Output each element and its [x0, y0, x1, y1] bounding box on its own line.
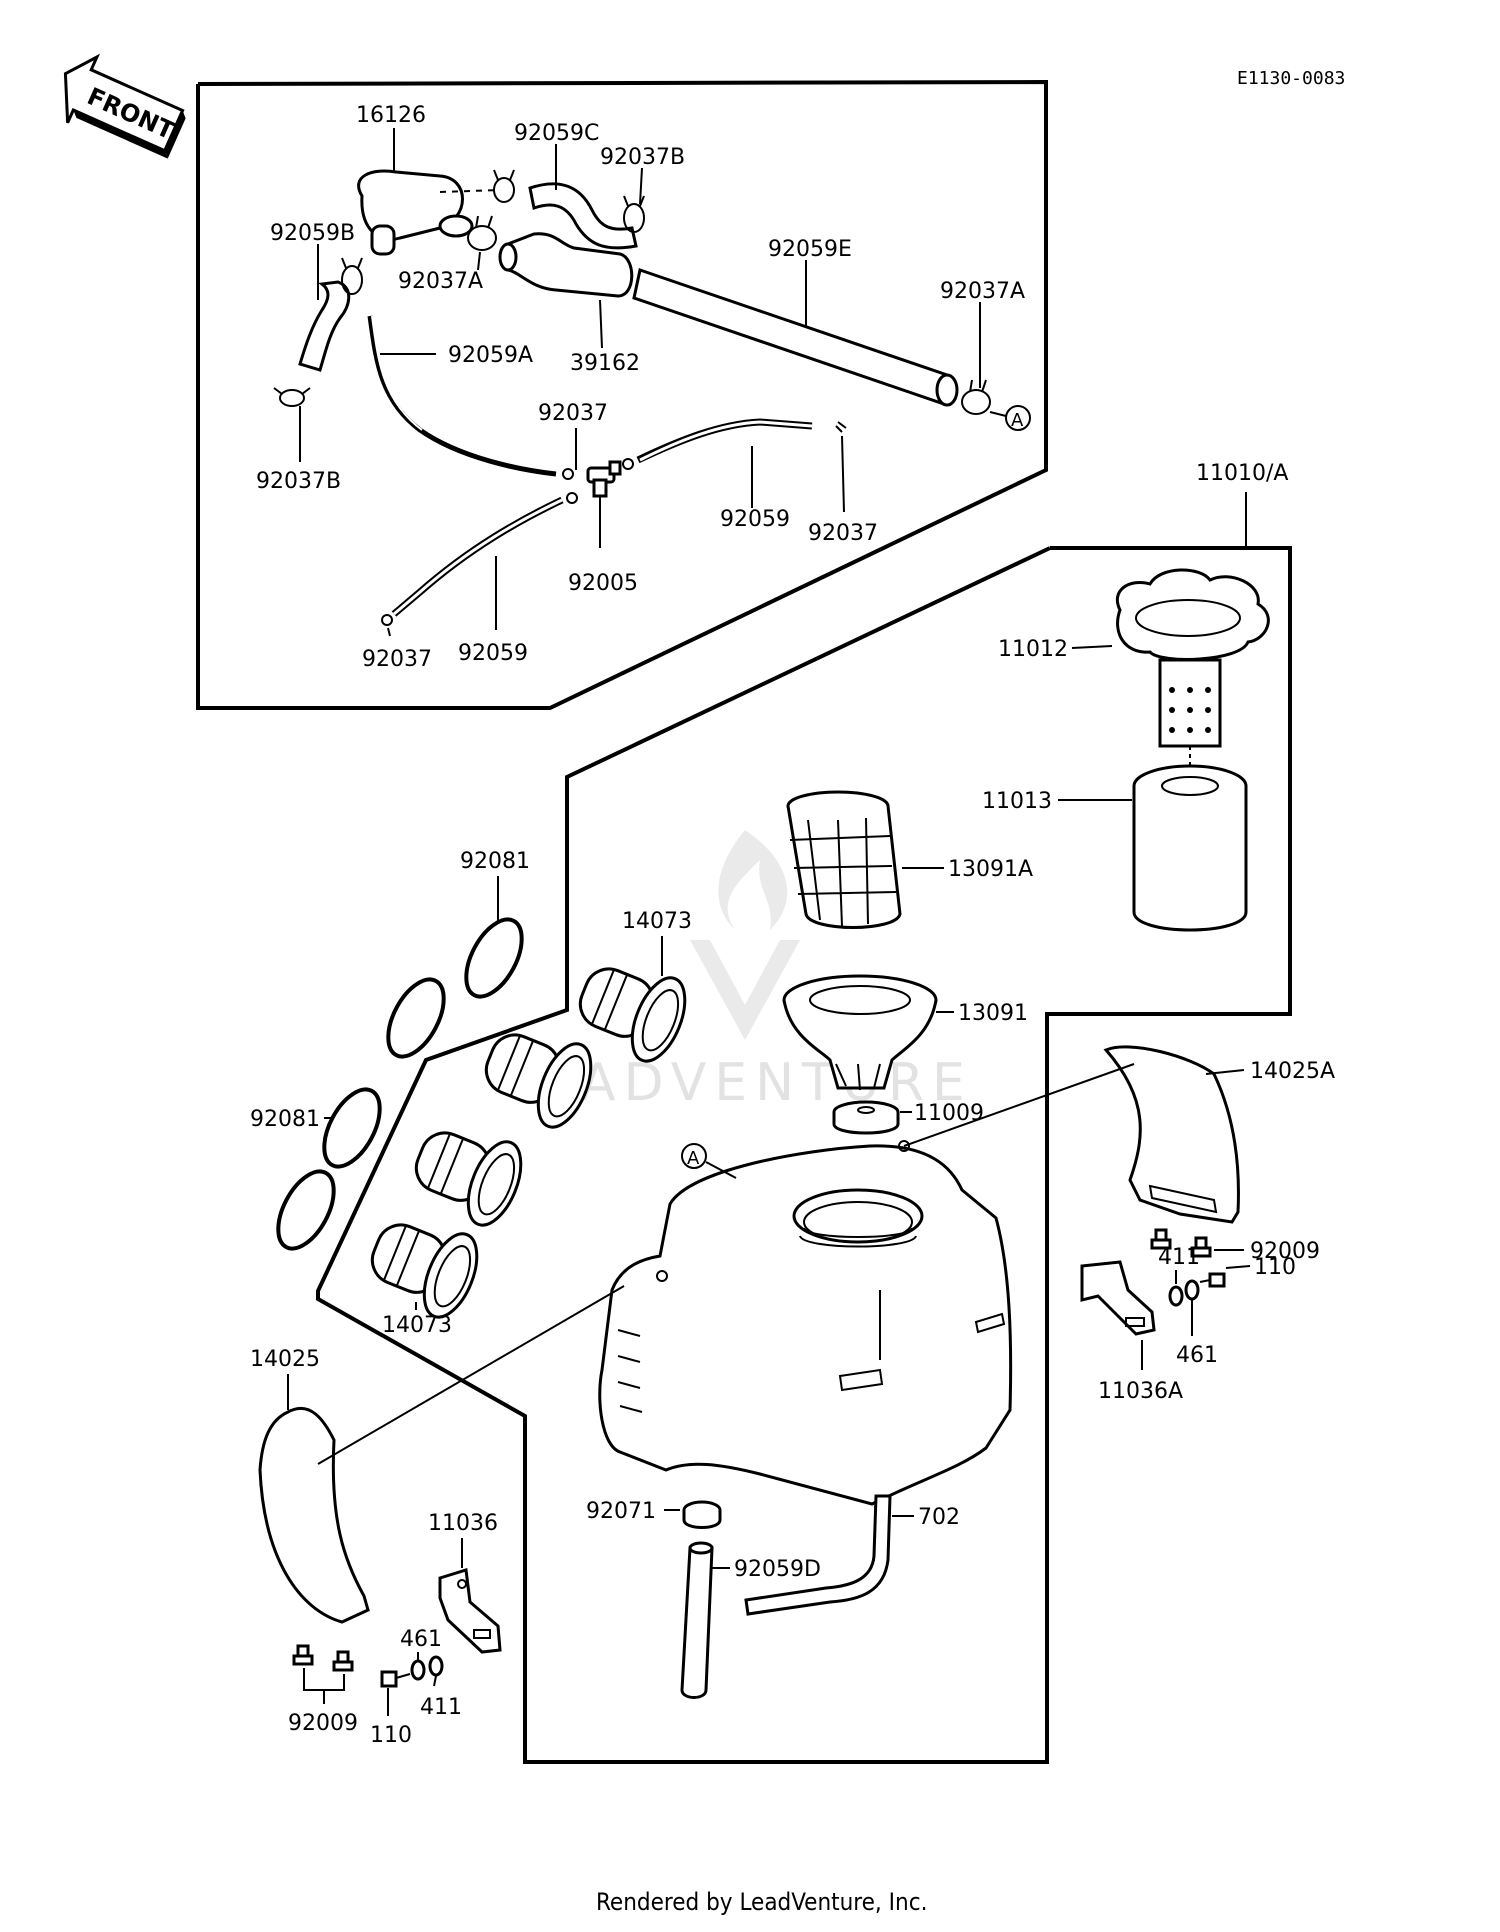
tube-39162: [498, 232, 634, 298]
callout-92081-mid: 92081: [250, 1107, 320, 1132]
callout-92037-center: 92037: [538, 401, 608, 426]
callout-92037B-left: 92037B: [256, 469, 341, 494]
callout-92037-bottom: 92037: [362, 647, 432, 672]
tee-fitting-92005: [586, 460, 622, 498]
velocity-stacks-14073: [370, 967, 687, 1319]
callout-92037A-mid: 92037A: [398, 269, 483, 294]
callout-16126: 16126: [356, 103, 426, 128]
clamp-left-92059B: [341, 257, 363, 295]
callout-92059E: 92059E: [768, 237, 852, 262]
callout-92059-bottom: 92059: [458, 641, 528, 666]
clamp-92037-bottom: [381, 614, 393, 626]
watermark-text: ADVENTURE: [580, 1053, 973, 1113]
breather-fitting-16126: [357, 169, 501, 256]
grommet-11009: [832, 1100, 900, 1135]
drawing-code: E1130-0083: [1237, 68, 1345, 89]
bolt-92009-left-b: [332, 1650, 354, 1672]
footer-credit: Rendered by LeadVenture, Inc.: [596, 1888, 927, 1916]
bracket-11036: [438, 1568, 502, 1654]
hose-92059A: [367, 315, 557, 477]
callout-92059B: 92059B: [270, 221, 355, 246]
hose-92059B: [298, 280, 351, 372]
clamp-92037A-mid: [467, 215, 497, 251]
callout-39162: 39162: [570, 351, 640, 376]
callout-92059C: 92059C: [514, 121, 599, 146]
ref-A-circle-tank: [681, 1143, 707, 1169]
screen-13091A: [786, 790, 902, 929]
bracket-11036A: [1080, 1260, 1156, 1336]
callout-92005: 92005: [568, 571, 638, 596]
callout-14073-bottom: 14073: [382, 1313, 452, 1338]
nut-411-left: [428, 1655, 444, 1677]
callout-411-right: 411: [1158, 1245, 1200, 1270]
callout-92009-right: 92009: [1250, 1239, 1320, 1264]
bolt-110-right: [1199, 1272, 1226, 1288]
callout-11010A: 11010/A: [1196, 461, 1288, 486]
o-rings-92081: [276, 917, 524, 1251]
callout-14073-top: 14073: [622, 909, 692, 934]
callout-411-left: 411: [420, 1695, 462, 1720]
air-box-housing: [598, 1140, 1013, 1506]
callout-92059D: 92059D: [734, 1557, 821, 1582]
ref-A-circle-top: [1005, 405, 1031, 431]
cup-13091: [782, 974, 938, 1091]
air-cleaner-assembly-frame: [316, 546, 1292, 1764]
washer-461-left: [410, 1659, 426, 1681]
bolt-92009-right-a: [1150, 1228, 1172, 1250]
callout-92059A: 92059A: [448, 343, 533, 368]
callout-92081-top: 92081: [460, 849, 530, 874]
callout-11036: 11036: [428, 1511, 498, 1536]
callout-110-left: 110: [370, 1723, 412, 1748]
bolt-92009-left-a: [292, 1644, 314, 1666]
callout-11013: 11013: [982, 789, 1052, 814]
ref-A-tank: A: [687, 1148, 700, 1169]
nut-411-right: [1168, 1285, 1184, 1307]
drain-tube-92059D: [680, 1541, 714, 1699]
callout-14025: 14025: [250, 1347, 320, 1372]
filter-element-11013: [1132, 764, 1248, 932]
bracket-14025A: [1103, 1045, 1240, 1224]
bolt-92009-right-b: [1190, 1236, 1212, 1258]
washer-461-right: [1184, 1279, 1200, 1301]
bracket-14025: [258, 1406, 370, 1624]
bolt-110-left: [380, 1670, 411, 1688]
callout-13091A: 13091A: [948, 857, 1033, 882]
callout-92037A-right: 92037A: [940, 279, 1025, 304]
callout-92009-left: 92009: [288, 1711, 358, 1736]
callout-11036A: 11036A: [1098, 1379, 1183, 1404]
callout-92037-right: 92037: [808, 521, 878, 546]
clamp-92037-center: [622, 458, 634, 470]
cap-92071: [682, 1500, 722, 1529]
clamp-92037-right: [835, 421, 847, 433]
hose-702: [744, 1494, 892, 1616]
callout-461-left: 461: [400, 1627, 442, 1652]
watermark-logo: ADVENTURE: [580, 830, 973, 1113]
callout-14025A: 14025A: [1250, 1059, 1335, 1084]
callout-110-right: 110: [1254, 1255, 1296, 1280]
callout-92071: 92071: [586, 1499, 656, 1524]
callout-13091: 13091: [958, 1001, 1028, 1026]
filler-cap-11012: [1115, 568, 1270, 782]
clamp-92037B-top: [623, 195, 645, 233]
hose-92059-bottom: [391, 496, 564, 617]
clamp-top-left: [493, 169, 515, 203]
callout-11012: 11012: [998, 637, 1068, 662]
ref-A-top: A: [1011, 410, 1024, 431]
callout-702: 702: [918, 1505, 960, 1530]
clamp-92037B-left: [273, 387, 311, 407]
tube-92059E: [632, 268, 959, 407]
callout-92037B-top: 92037B: [600, 145, 685, 170]
hose-92059C: [528, 182, 638, 250]
callout-92059-right: 92059: [720, 507, 790, 532]
upper-assembly-frame: [196, 79, 1048, 710]
clamp-92037A-right: [961, 379, 991, 415]
front-arrow: FRONT: [63, 53, 186, 159]
callout-461-right: 461: [1176, 1343, 1218, 1368]
